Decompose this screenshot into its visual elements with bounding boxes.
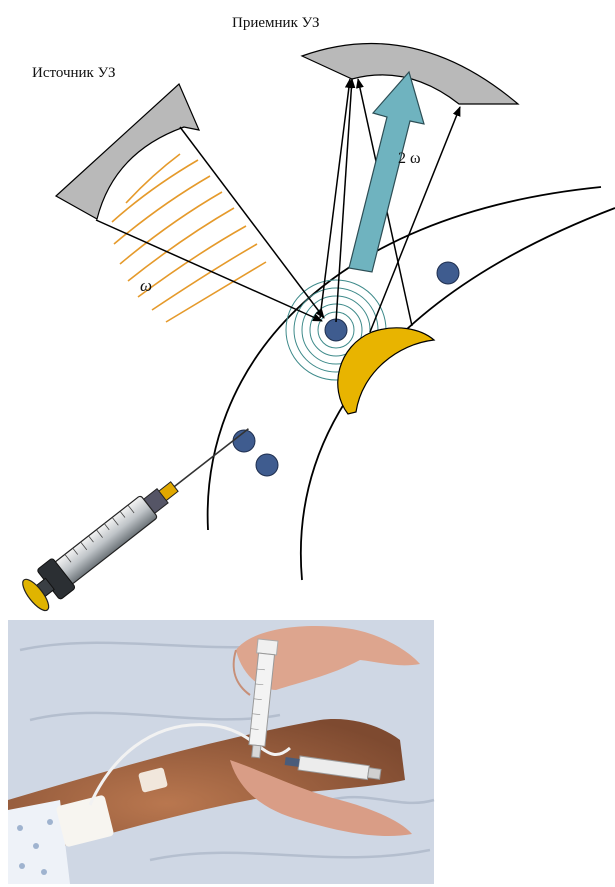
microbubble — [437, 262, 459, 284]
microbubble — [325, 319, 347, 341]
harmonic-label: 2 ω — [398, 150, 421, 167]
ultrasound-source-transducer — [56, 84, 199, 219]
plaque — [338, 328, 434, 414]
harmonic-response-arrow — [349, 72, 424, 272]
blood-vessel-walls — [208, 187, 615, 580]
injection-photo — [8, 620, 434, 884]
frequency-label: ω — [140, 276, 152, 295]
source-label: Источник УЗ — [32, 65, 116, 81]
microbubble — [233, 430, 255, 452]
microbubble — [256, 454, 278, 476]
receiver-label: Приемник УЗ — [232, 15, 320, 31]
syringe-illustration — [18, 414, 260, 614]
